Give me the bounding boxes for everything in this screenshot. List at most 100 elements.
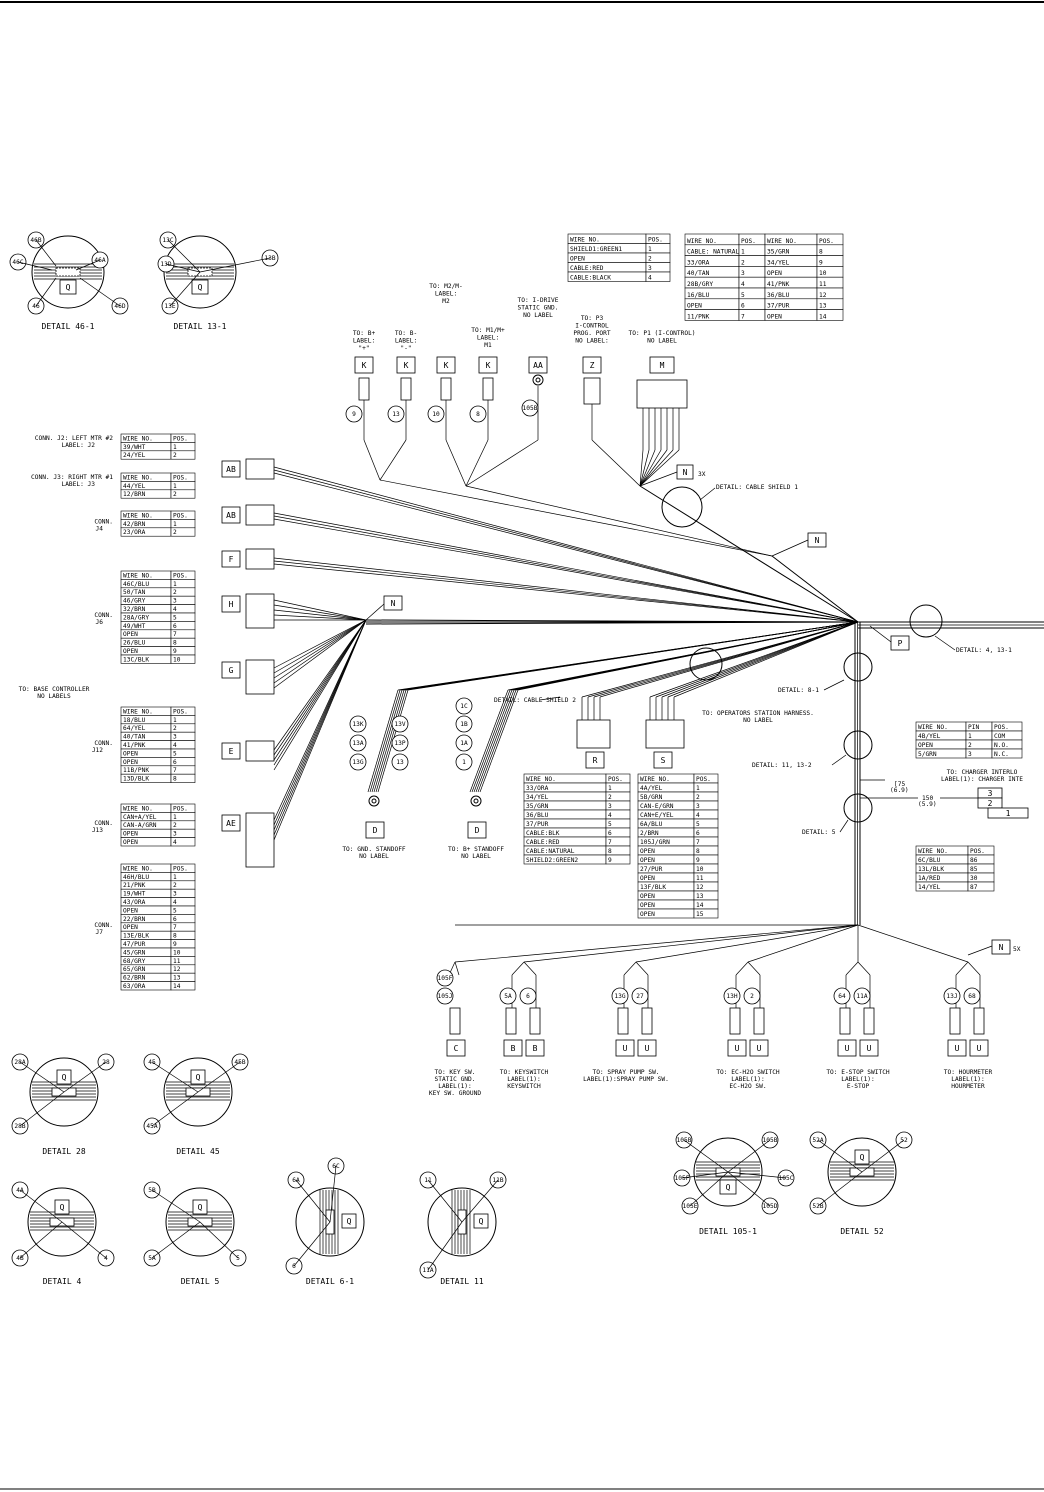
wire-line [817, 1139, 863, 1173]
table-cell-text: 63/ORA [123, 983, 146, 990]
wire-line [273, 619, 367, 684]
detail-28-callout-text: 28 [102, 1059, 110, 1066]
table-cell-text: 13 [696, 893, 704, 900]
table-cell-text: OPEN [123, 839, 138, 846]
table-cell-text: POS. [173, 435, 188, 442]
bottom-connector-box [969, 1039, 989, 1057]
wire-line [539, 696, 561, 701]
table-cell-text: 4 [173, 606, 177, 613]
table-cell-text: POS. [608, 776, 623, 783]
bottom-wire-callout [631, 987, 649, 1005]
table-cell-text: CABLE:BLACK [570, 275, 611, 282]
detail-circle [427, 1187, 497, 1257]
table-cell [645, 271, 671, 282]
bottom-wire-callout [519, 987, 537, 1005]
detail-title: DETAIL 6-1 [306, 1277, 354, 1286]
connector-box-z [582, 356, 602, 374]
connector-body [636, 379, 688, 409]
table-cell-text: 7 [173, 924, 177, 931]
table-cell-text: OPEN [767, 313, 782, 320]
table-cell-text: OPEN [123, 831, 138, 838]
standoff-wire-callout-text: 1C [460, 703, 468, 710]
table-cell-text: WIRE NO. [640, 776, 670, 783]
terminal-body [400, 377, 412, 401]
wire-line [273, 563, 859, 623]
terminal-destination-text: LABEL: [435, 291, 457, 298]
table-cell-text: 1 [173, 521, 177, 528]
detail-q-box [191, 279, 209, 295]
wire-line [727, 1171, 787, 1179]
table-cell-text: 14 [173, 983, 181, 990]
standoff-wire-callout [349, 753, 367, 771]
standoff-destination-text: NO LABEL [359, 853, 389, 860]
table-cell-text: 5 [173, 750, 177, 757]
terminal-destination-text: "-" [400, 345, 411, 352]
detail-5-text: DETAIL: 5 [802, 829, 836, 836]
table-cell-text: 3 [608, 803, 612, 810]
wire-line [273, 557, 859, 623]
wire-line [273, 472, 859, 623]
detail-q-box-text: Q [479, 1217, 484, 1226]
wire-line [379, 439, 407, 481]
table-cell-text: CABLE:NATURAL [526, 848, 575, 855]
terminal-destination-text: TO: P3 [581, 315, 604, 322]
bottom-destination-text: LABEL(1): [731, 1076, 765, 1083]
connector-id-box-text: H [229, 600, 234, 609]
detail-circle [163, 1057, 233, 1127]
ring-terminal [532, 374, 544, 386]
connector-name: CONN. J3: RIGHT MTR #1 [31, 474, 113, 481]
wire-line [367, 689, 399, 793]
detail-q-box [56, 1069, 72, 1085]
bottom-wire-callout [611, 987, 629, 1005]
table-cell-text: 1 [741, 249, 745, 256]
wire-callout-text: 10 [432, 411, 440, 418]
terminal-destination-text: PROG. PORT [573, 330, 611, 337]
table-cell-text: 3 [696, 803, 700, 810]
terminal-destination-text: NO LABEL [647, 338, 677, 345]
connector-housing [245, 504, 275, 526]
ring-hole [473, 798, 479, 804]
wire-line [273, 518, 859, 623]
detail-28-callout-text: 28B [14, 1123, 25, 1130]
terminal-destination-text: TO: M2/M- [429, 283, 463, 290]
wire-line [727, 1139, 771, 1173]
detail-4-callout-text: 4 [104, 1255, 108, 1262]
bottom-wire-callout-text: 13G [614, 993, 625, 1000]
table-cell-text: 8 [608, 848, 612, 855]
wire-line [365, 603, 385, 621]
table-cell-text: POS. [173, 572, 188, 579]
table-cell-text: 5 [741, 292, 745, 299]
table-cell-text: SHIELD2:GREEN2 [526, 857, 578, 864]
ring-hole [535, 377, 541, 383]
table-cell-text: 18/BLU [123, 717, 146, 724]
bottom-wire-callout [436, 969, 454, 987]
connector-box-k-text: K [362, 361, 367, 370]
table-cell-text: 5 [173, 907, 177, 914]
callout-n-left [383, 595, 403, 611]
table-cell-text: 2 [173, 491, 177, 498]
connector-box-z-text: Z [590, 361, 595, 370]
table-cell-text: POS. [173, 805, 188, 812]
wire-line [454, 961, 460, 976]
callout-n-mid-text: N [815, 536, 820, 545]
table-cell-text: 2 [173, 725, 177, 732]
wire-line [329, 1165, 337, 1223]
connector-id-box [221, 661, 241, 679]
table-cell-text: 1 [968, 733, 972, 740]
detail-5-circle [843, 793, 873, 823]
table-cell [991, 748, 1023, 759]
wire-callout [345, 405, 363, 423]
detail-105-callout-text: 105E [683, 1203, 698, 1210]
connector-housing [245, 740, 275, 762]
table-cell-text: 1 [173, 717, 177, 724]
callout-n-left-text: N [391, 599, 396, 608]
table-cell-text: 11 [819, 281, 827, 288]
wire-line [151, 1061, 199, 1093]
bottom-connector-box-text: U [845, 1044, 850, 1053]
detail-q-box-text: Q [60, 1203, 65, 1212]
wire-line [699, 487, 716, 501]
standoff-wire-callout-text: 1A [460, 740, 468, 747]
